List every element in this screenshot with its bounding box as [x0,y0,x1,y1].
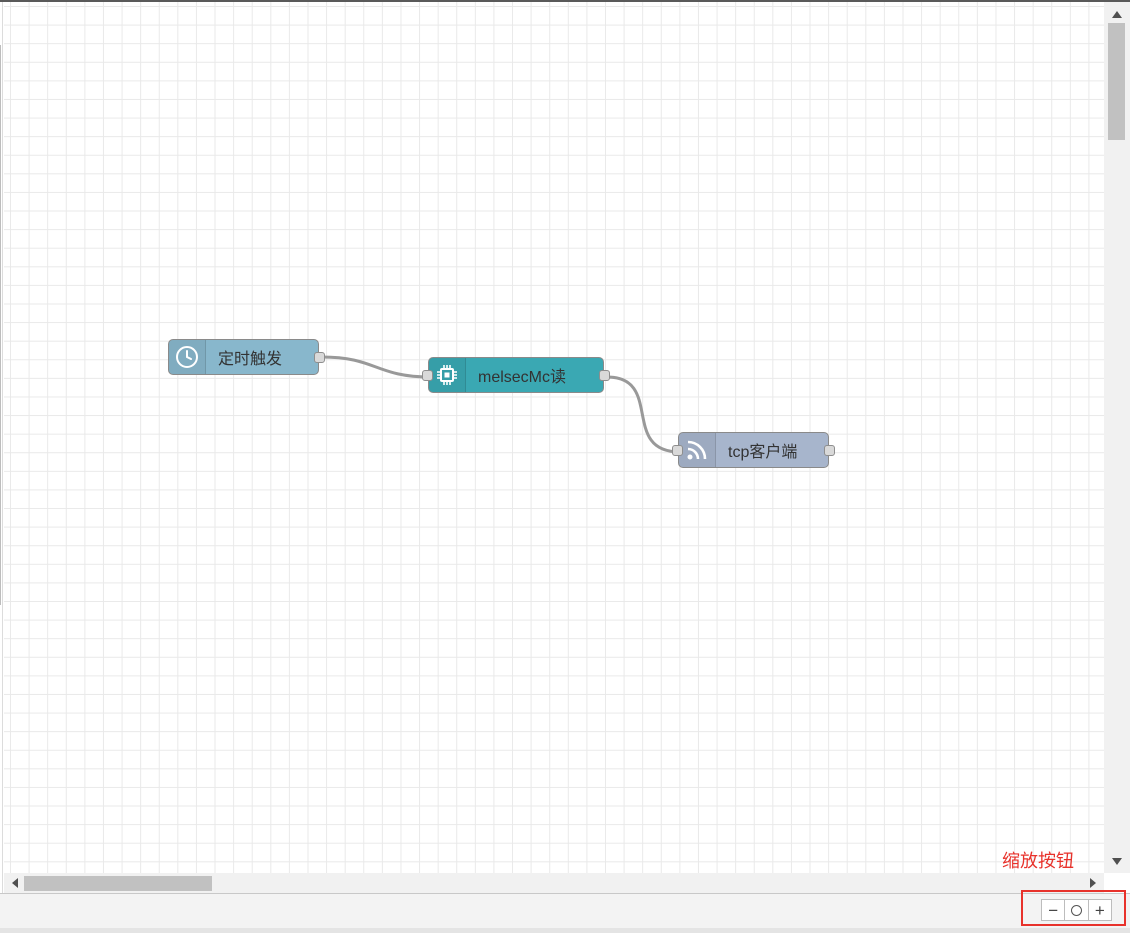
output-port[interactable] [824,445,835,456]
zoom-reset-button[interactable] [1065,900,1089,920]
circle-icon [1070,904,1082,916]
node-icon-box [169,340,206,374]
flow-workspace[interactable]: 定时触发 melsecMc读 tcp客户端 [4,2,1104,873]
vertical-scrollbar[interactable] [1104,2,1130,873]
wire-melsec-to-tcp[interactable] [606,375,681,454]
wire-inject-to-melsec[interactable] [321,355,431,379]
node-tcp-client[interactable]: tcp客户端 [672,432,835,468]
left-panel-edge [0,2,3,893]
vertical-scroll-thumb[interactable] [1108,23,1125,140]
scroll-left-icon[interactable] [12,878,18,888]
window-top-border [0,0,1130,2]
input-port[interactable] [422,370,433,381]
scroll-down-icon[interactable] [1112,858,1122,865]
input-port[interactable] [672,445,683,456]
horizontal-scrollbar[interactable] [4,873,1104,893]
node-inject-timer[interactable]: 定时触发 [168,339,325,375]
node-icon-box [679,433,716,467]
node-label: 定时触发 [218,351,283,368]
rss-feed-icon [687,440,707,460]
zoom-controls: − + [1041,899,1112,921]
left-panel-divider [0,45,4,605]
zoom-highlight-box [1021,890,1126,926]
horizontal-scroll-thumb[interactable] [24,876,212,891]
output-port[interactable] [314,352,325,363]
zoom-in-button[interactable]: + [1094,900,1105,920]
zoom-annotation-label: 缩放按钮 [1002,851,1074,871]
node-label: melsecMc读 [478,369,567,386]
output-port[interactable] [599,370,610,381]
node-label: tcp客户端 [728,444,798,461]
clock-icon [176,346,198,368]
scroll-right-icon[interactable] [1090,878,1096,888]
workspace-footer [0,893,1130,933]
chip-icon [437,365,457,385]
footer-bottom-line [0,928,1130,933]
wires-layer [321,355,681,454]
node-melsec-read[interactable]: melsecMc读 [422,357,610,393]
scroll-up-icon[interactable] [1112,11,1122,18]
node-icon-box [429,358,466,392]
zoom-out-button[interactable]: − [1042,900,1066,920]
